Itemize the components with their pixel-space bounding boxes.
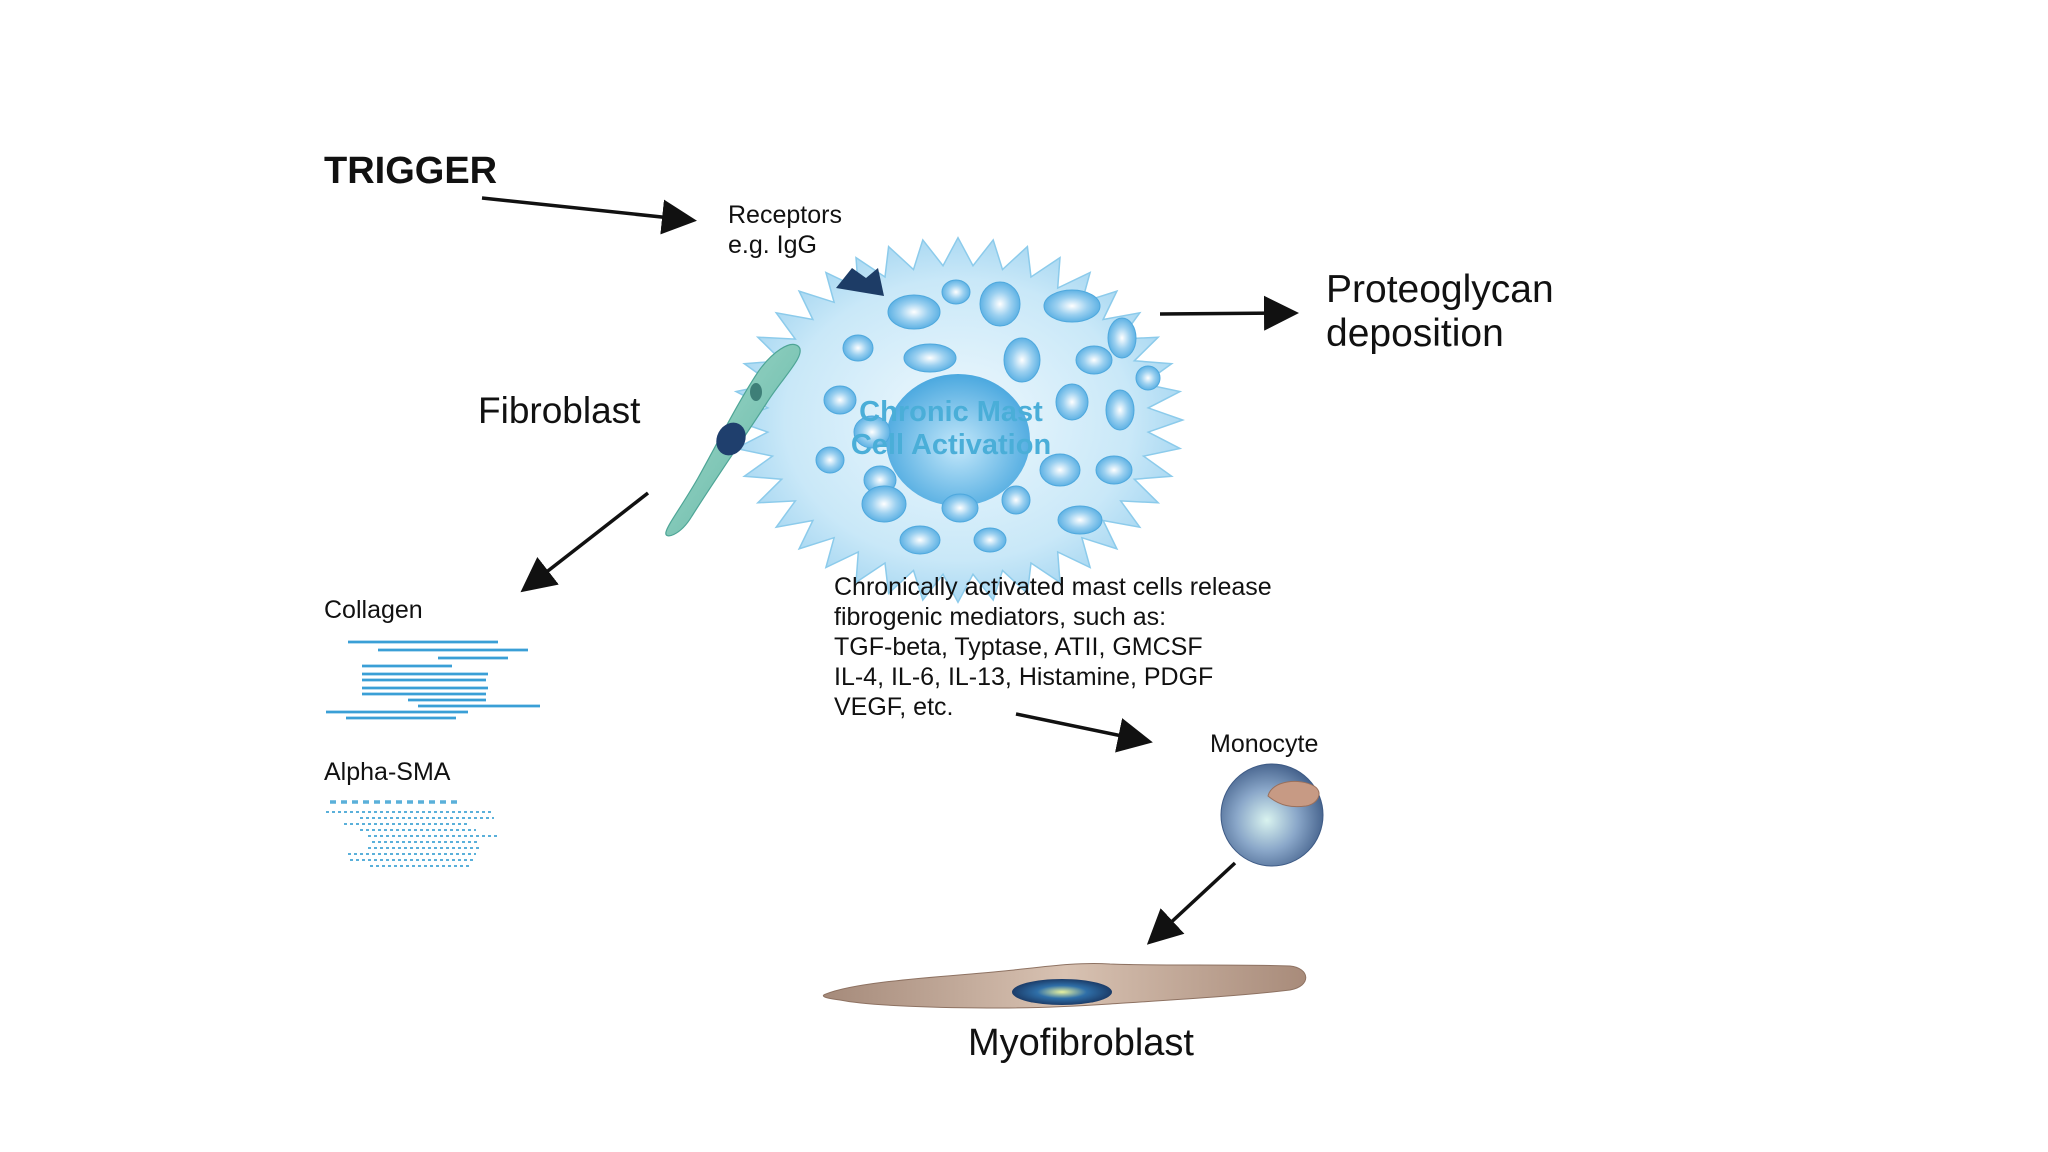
granule-9: [853, 415, 891, 449]
fibroblast-nucleus: [716, 422, 746, 456]
granule-3: [842, 334, 874, 362]
granule-0: [887, 294, 941, 330]
fibroblast-cell: [665, 343, 801, 537]
collagen-arrow: [520, 491, 650, 593]
granule-23: [941, 279, 971, 305]
granule-1: [979, 281, 1021, 327]
mast-cell-nucleus: [886, 374, 1030, 506]
granule-10: [1055, 383, 1089, 421]
collagen-label: Collagen: [324, 596, 423, 624]
granule-5: [1003, 337, 1041, 383]
myofibroblast-arrow: [1146, 861, 1237, 945]
proteoglycan-deposition-label: Proteoglycan deposition: [1326, 268, 1554, 355]
mediators-description: Chronically activated mast cells release…: [834, 573, 1272, 721]
granule-19: [1057, 505, 1103, 535]
monocyte-arrow: [1015, 712, 1153, 753]
trigger-label: TRIGGER: [324, 150, 498, 192]
fibroblast-organelle: [750, 383, 762, 401]
granule-11: [1105, 389, 1135, 431]
granule-15: [1095, 455, 1133, 485]
granule-12: [815, 446, 845, 474]
granule-14: [1039, 453, 1081, 487]
myofibroblast-cell: [822, 962, 1307, 1009]
monocyte-body: [1220, 763, 1324, 867]
trigger-arrow: [481, 196, 697, 235]
monocyte-nucleus: [1267, 780, 1320, 808]
granule-22: [1135, 365, 1161, 391]
granule-18: [1001, 485, 1031, 515]
myofibroblast-nucleus: [1012, 979, 1112, 1005]
granule-21: [973, 527, 1007, 553]
granule-16: [861, 485, 907, 523]
receptor-icon: [836, 268, 884, 296]
mast-cell-activation-label: Chronic Mast Cell Activation: [850, 396, 1052, 461]
monocyte-cell: [1220, 763, 1324, 867]
granule-7: [1107, 317, 1137, 359]
mast-cell: [731, 236, 1185, 604]
receptors-label: Receptors e.g. IgG: [728, 201, 842, 259]
alpha-sma-label: Alpha-SMA: [324, 758, 451, 786]
proteoglycan-arrow: [1159, 295, 1299, 331]
fibroblast-label: Fibroblast: [478, 390, 641, 431]
granule-2: [1043, 289, 1101, 323]
granule-8: [823, 385, 857, 415]
granule-20: [899, 525, 941, 555]
granule-4: [903, 343, 957, 373]
granule-6: [1075, 345, 1113, 375]
granule-17: [941, 493, 979, 523]
monocyte-label: Monocyte: [1210, 730, 1319, 758]
myofibroblast-label: Myofibroblast: [968, 1022, 1194, 1064]
